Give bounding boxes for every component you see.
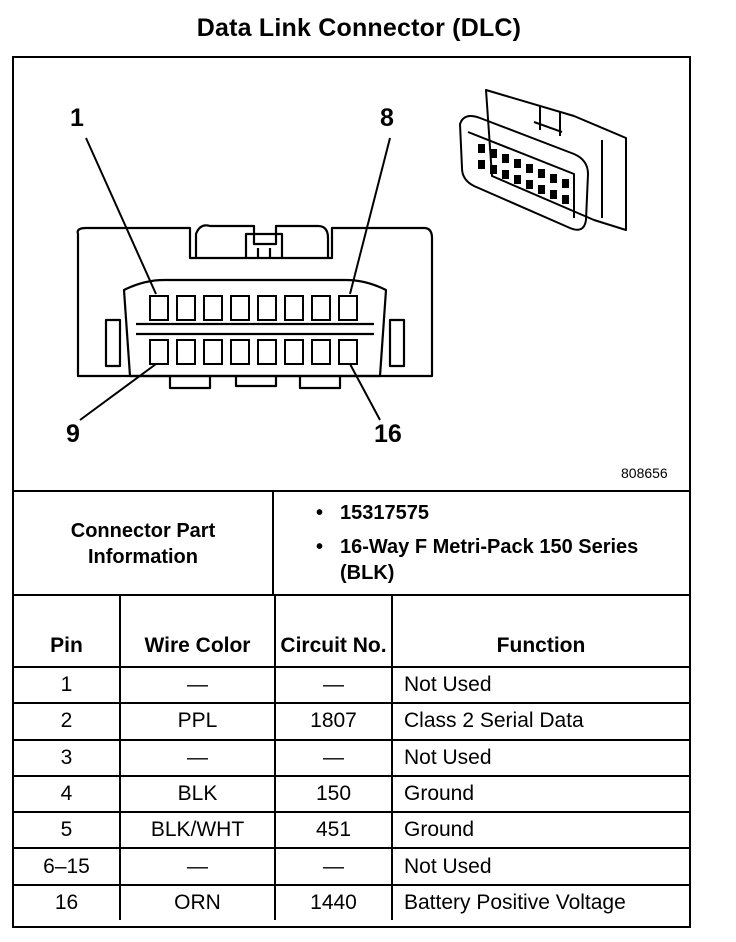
function-cell: Ground <box>391 811 689 850</box>
header-circuit-no: Circuit No. <box>274 594 393 668</box>
circuit-cell: 1440 <box>274 883 393 921</box>
pin-cell: 6–15 <box>14 847 121 886</box>
wire-color-cell: BLK/WHT <box>119 811 276 850</box>
pin-cell: 2 <box>14 702 121 741</box>
table-row: 1 — — Not Used <box>14 665 689 705</box>
table-row: 5 BLK/WHT 451 Ground <box>14 811 689 850</box>
table-row: 2 PPL 1807 Class 2 Serial Data <box>14 702 689 741</box>
function-cell: Not Used <box>391 847 689 886</box>
pin-16-callout: 16 <box>374 420 402 448</box>
header-wire-color: Wire Color <box>119 594 276 668</box>
connector-sheet: 1 8 9 16 808656 Connector Part Informati… <box>12 56 691 928</box>
function-cell: Battery Positive Voltage <box>391 883 689 921</box>
connector-part-info-list: 15317575 16-Way F Metri-Pack 150 Series … <box>312 500 682 594</box>
pin-cell: 3 <box>14 738 121 777</box>
dlc-face-drawing <box>76 89 627 421</box>
circuit-cell: — <box>274 847 393 886</box>
circuit-cell: 451 <box>274 811 393 850</box>
pin-cell: 4 <box>14 774 121 814</box>
part-number: 15317575 <box>312 500 682 526</box>
pin-table-header: Pin Wire Color Circuit No. Function <box>14 594 689 668</box>
circuit-cell: — <box>274 665 393 705</box>
circuit-cell: 150 <box>274 774 393 814</box>
wire-color-cell: ORN <box>119 883 276 921</box>
table-row: 16 ORN 1440 Battery Positive Voltage <box>14 883 689 921</box>
pin-1-callout: 1 <box>70 104 84 132</box>
function-cell: Not Used <box>391 665 689 705</box>
header-pin: Pin <box>14 594 121 668</box>
function-cell: Not Used <box>391 738 689 777</box>
table-row: 6–15 — — Not Used <box>14 847 689 886</box>
circuit-cell: 1807 <box>274 702 393 741</box>
connector-part-info-label: Connector Part Information <box>14 492 274 596</box>
table-row: 3 — — Not Used <box>14 738 689 777</box>
table-row: 4 BLK 150 Ground <box>14 774 689 814</box>
pin-8-callout: 8 <box>380 104 394 132</box>
pin-cell: 5 <box>14 811 121 850</box>
pin-table: Pin Wire Color Circuit No. Function 1 — … <box>14 594 689 921</box>
connector-type: 16-Way F Metri-Pack 150 Series (BLK) <box>312 534 682 586</box>
connector-diagram: 1 8 9 16 808656 <box>14 58 689 490</box>
wire-color-cell: PPL <box>119 702 276 741</box>
pin-9-callout: 9 <box>66 420 80 448</box>
drawing-id: 808656 <box>621 465 668 481</box>
function-cell: Class 2 Serial Data <box>391 702 689 741</box>
connector-part-info: Connector Part Information 15317575 16-W… <box>14 490 689 596</box>
pin-cell: 16 <box>14 883 121 921</box>
page-title: Data Link Connector (DLC) <box>196 14 522 42</box>
wire-color-cell: — <box>119 847 276 886</box>
wire-color-cell: — <box>119 665 276 705</box>
wire-color-cell: BLK <box>119 774 276 814</box>
function-cell: Ground <box>391 774 689 814</box>
header-function: Function <box>391 594 689 668</box>
circuit-cell: — <box>274 738 393 777</box>
pin-cell: 1 <box>14 665 121 705</box>
wire-color-cell: — <box>119 738 276 777</box>
